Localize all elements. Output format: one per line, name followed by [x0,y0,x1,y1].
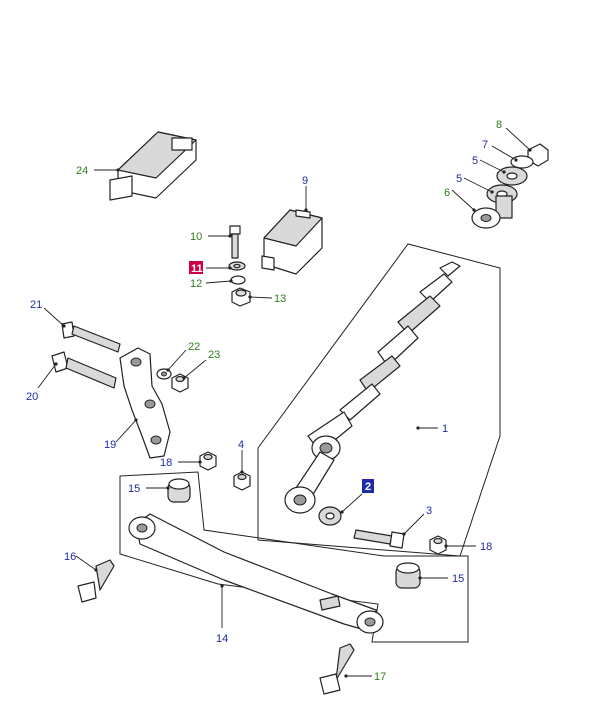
callout-8[interactable]: 8 [496,119,502,131]
callout-17[interactable]: 17 [374,671,386,683]
part-17-bolt[interactable] [319,643,355,695]
part-19-bracket[interactable] [119,347,171,459]
callout-15b[interactable]: 15 [452,573,464,585]
callout-5a[interactable]: 5 [472,155,478,167]
part-10-bolt[interactable] [229,225,241,259]
callout-10[interactable]: 10 [190,231,202,243]
callout-22[interactable]: 22 [188,341,200,353]
part-7-washer[interactable] [510,155,534,169]
part-18-nut-left[interactable] [199,451,217,471]
part-13-nut[interactable] [231,287,251,307]
callout-7[interactable]: 7 [482,139,488,151]
highlight-box-2 [362,479,374,493]
callout-24[interactable]: 24 [76,165,88,177]
callout-21[interactable]: 21 [30,299,42,311]
callout-labels: 24 9 10 11 12 13 8 7 5 5 6 1 2 3 4 18 18… [26,119,502,683]
callout-9[interactable]: 9 [302,175,308,187]
callout-5b[interactable]: 5 [456,173,462,185]
callout-18b[interactable]: 18 [480,541,492,553]
part-14-link[interactable] [128,513,384,634]
part-15-bush-right[interactable] [395,562,421,589]
callout-23[interactable]: 23 [208,349,220,361]
callout-14[interactable]: 14 [216,633,228,645]
part-11-washer[interactable] [228,261,246,271]
part-24-module[interactable] [109,131,197,201]
callout-3[interactable]: 3 [426,505,432,517]
callout-13[interactable]: 13 [274,293,286,305]
callout-16[interactable]: 16 [64,551,76,563]
callout-15a[interactable]: 15 [128,483,140,495]
assembly-frame-14 [119,471,469,643]
callout-1[interactable]: 1 [442,423,448,435]
part-15-bush-left[interactable] [167,478,191,503]
callout-20[interactable]: 20 [26,391,38,403]
part-12-washer[interactable] [230,275,246,285]
part-18-nut-right[interactable] [429,535,447,555]
part-6-washer[interactable] [471,195,513,229]
part-4-nut[interactable] [233,471,251,491]
part-3-bolt[interactable] [353,529,405,549]
callout-18a[interactable]: 18 [160,457,172,469]
part-21-bolt[interactable] [61,321,121,353]
part-9-ecu-box[interactable] [261,209,323,275]
leader-lines [37,127,532,678]
callout-19[interactable]: 19 [104,439,116,451]
highlight-box-11 [189,261,203,274]
callout-4[interactable]: 4 [238,439,244,451]
part-5-bush-upper[interactable] [496,166,528,186]
part-20-bolt[interactable] [51,351,117,389]
callout-2[interactable]: 2 [365,481,371,493]
callout-6[interactable]: 6 [444,187,450,199]
part-16-bolt[interactable] [77,559,115,603]
part-1-rod[interactable] [284,261,461,514]
callout-11[interactable]: 11 [191,263,203,275]
part-2-bush[interactable] [318,506,342,526]
callout-12[interactable]: 12 [190,278,202,290]
